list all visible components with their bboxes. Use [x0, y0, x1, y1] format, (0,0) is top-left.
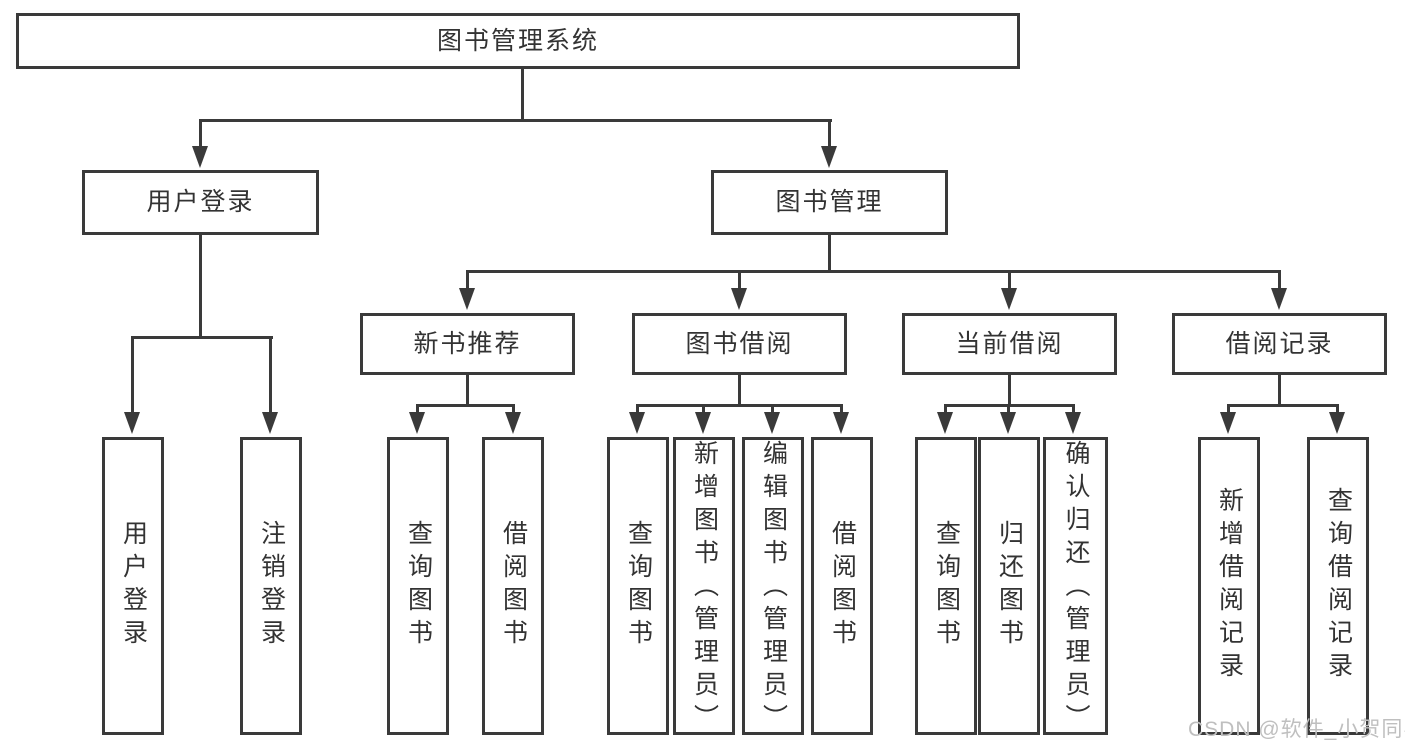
connector-line — [738, 375, 741, 407]
connector-line — [521, 69, 524, 121]
leaf-label: 借阅图书 — [828, 520, 857, 652]
connector-line — [131, 336, 134, 414]
leaf-label: 用户登录 — [119, 520, 148, 652]
arrowhead-down-icon — [1329, 412, 1345, 434]
connector-line — [1336, 404, 1339, 414]
connector-line — [1278, 375, 1281, 407]
connector-line — [702, 404, 705, 414]
leaf-query-books-recommend: 查询图书 — [387, 437, 449, 735]
node-book-management: 图书管理 — [711, 170, 948, 235]
node-user-login: 用户登录 — [82, 170, 319, 235]
connector-line — [944, 404, 947, 414]
connector-line — [416, 404, 515, 407]
connector-line — [199, 119, 832, 122]
leaf-edit-books-admin: 编辑图书（管理员） — [742, 437, 804, 737]
arrowhead-down-icon — [505, 412, 521, 434]
leaf-borrow-books: 借阅图书 — [811, 437, 873, 735]
node-label: 图书管理 — [775, 188, 884, 216]
connector-line — [199, 119, 202, 148]
leaf-label: 确认归还（管理员） — [1062, 440, 1090, 737]
connector-line — [828, 119, 831, 148]
node-borrowing-records: 借阅记录 — [1172, 313, 1387, 375]
leaf-label: 借阅图书 — [499, 520, 528, 652]
leaf-add-books-admin: 新增图书（管理员） — [673, 437, 735, 737]
leaf-label: 新增图书（管理员） — [690, 440, 719, 737]
leaf-borrow-books-recommend: 借阅图书 — [482, 437, 544, 735]
arrowhead-down-icon — [1271, 288, 1287, 310]
connector-line — [131, 336, 273, 339]
connector-line — [1227, 404, 1339, 407]
node-library-management-system: 图书管理系统 — [16, 13, 1020, 69]
arrowhead-down-icon — [1220, 412, 1236, 434]
node-new-book-recommendation: 新书推荐 — [360, 313, 575, 375]
leaf-label: 编辑图书（管理员） — [759, 440, 788, 737]
arrowhead-down-icon — [764, 412, 780, 434]
leaf-label: 查询借阅记录 — [1324, 487, 1353, 685]
connector-line — [466, 375, 469, 407]
arrowhead-down-icon — [1065, 412, 1081, 434]
arrowhead-down-icon — [833, 412, 849, 434]
connector-line — [840, 404, 843, 414]
connector-line — [1007, 404, 1010, 414]
arrowhead-down-icon — [695, 412, 711, 434]
node-label: 当前借阅 — [955, 329, 1064, 358]
leaf-user-login: 用户登录 — [102, 437, 164, 735]
leaf-query-books-current: 查询图书 — [915, 437, 977, 735]
arrowhead-down-icon — [262, 412, 278, 434]
arrowhead-down-icon — [192, 146, 208, 168]
connector-line — [269, 336, 272, 414]
arrowhead-down-icon — [124, 412, 140, 434]
node-label: 图书借阅 — [685, 329, 794, 358]
arrowhead-down-icon — [731, 288, 747, 310]
connector-line — [738, 270, 741, 290]
connector-line — [636, 404, 639, 414]
leaf-label: 归还图书 — [995, 520, 1024, 652]
connector-line — [1008, 270, 1011, 290]
arrowhead-down-icon — [937, 412, 953, 434]
connector-line — [1008, 375, 1011, 407]
leaf-query-books-borrowing: 查询图书 — [607, 437, 669, 735]
connector-line — [199, 235, 202, 339]
arrowhead-down-icon — [1000, 412, 1016, 434]
leaf-label: 查询图书 — [404, 520, 433, 652]
connector-line — [771, 404, 774, 414]
arrowhead-down-icon — [1001, 288, 1017, 310]
node-label: 借阅记录 — [1225, 329, 1334, 358]
connector-line — [636, 404, 843, 407]
connector-line — [466, 270, 469, 290]
leaf-label: 查询图书 — [624, 520, 653, 652]
connector-line — [466, 270, 1281, 273]
connector-line — [1072, 404, 1075, 414]
node-current-borrowing: 当前借阅 — [902, 313, 1117, 375]
leaf-add-borrow-record: 新增借阅记录 — [1198, 437, 1260, 735]
leaf-confirm-return-admin: 确认归还（管理员） — [1043, 437, 1108, 737]
connector-line — [1278, 270, 1281, 290]
node-book-borrowing: 图书借阅 — [632, 313, 847, 375]
leaf-label: 查询图书 — [932, 520, 961, 652]
connector-line — [512, 404, 515, 414]
arrowhead-down-icon — [629, 412, 645, 434]
connector-line — [416, 404, 419, 414]
csdn-watermark: CSDN @软件_小贺同学 — [1188, 718, 1405, 741]
connector-line — [828, 235, 831, 273]
arrowhead-down-icon — [821, 146, 837, 168]
leaf-label: 新增借阅记录 — [1215, 487, 1244, 685]
leaf-label: 注销登录 — [257, 520, 286, 652]
connector-line — [1227, 404, 1230, 414]
arrowhead-down-icon — [409, 412, 425, 434]
node-label: 新书推荐 — [413, 329, 522, 358]
node-label: 图书管理系统 — [436, 26, 599, 55]
leaf-return-books: 归还图书 — [978, 437, 1040, 735]
node-label: 用户登录 — [146, 188, 255, 216]
leaf-logout: 注销登录 — [240, 437, 302, 735]
leaf-query-borrow-record: 查询借阅记录 — [1307, 437, 1369, 735]
arrowhead-down-icon — [459, 288, 475, 310]
